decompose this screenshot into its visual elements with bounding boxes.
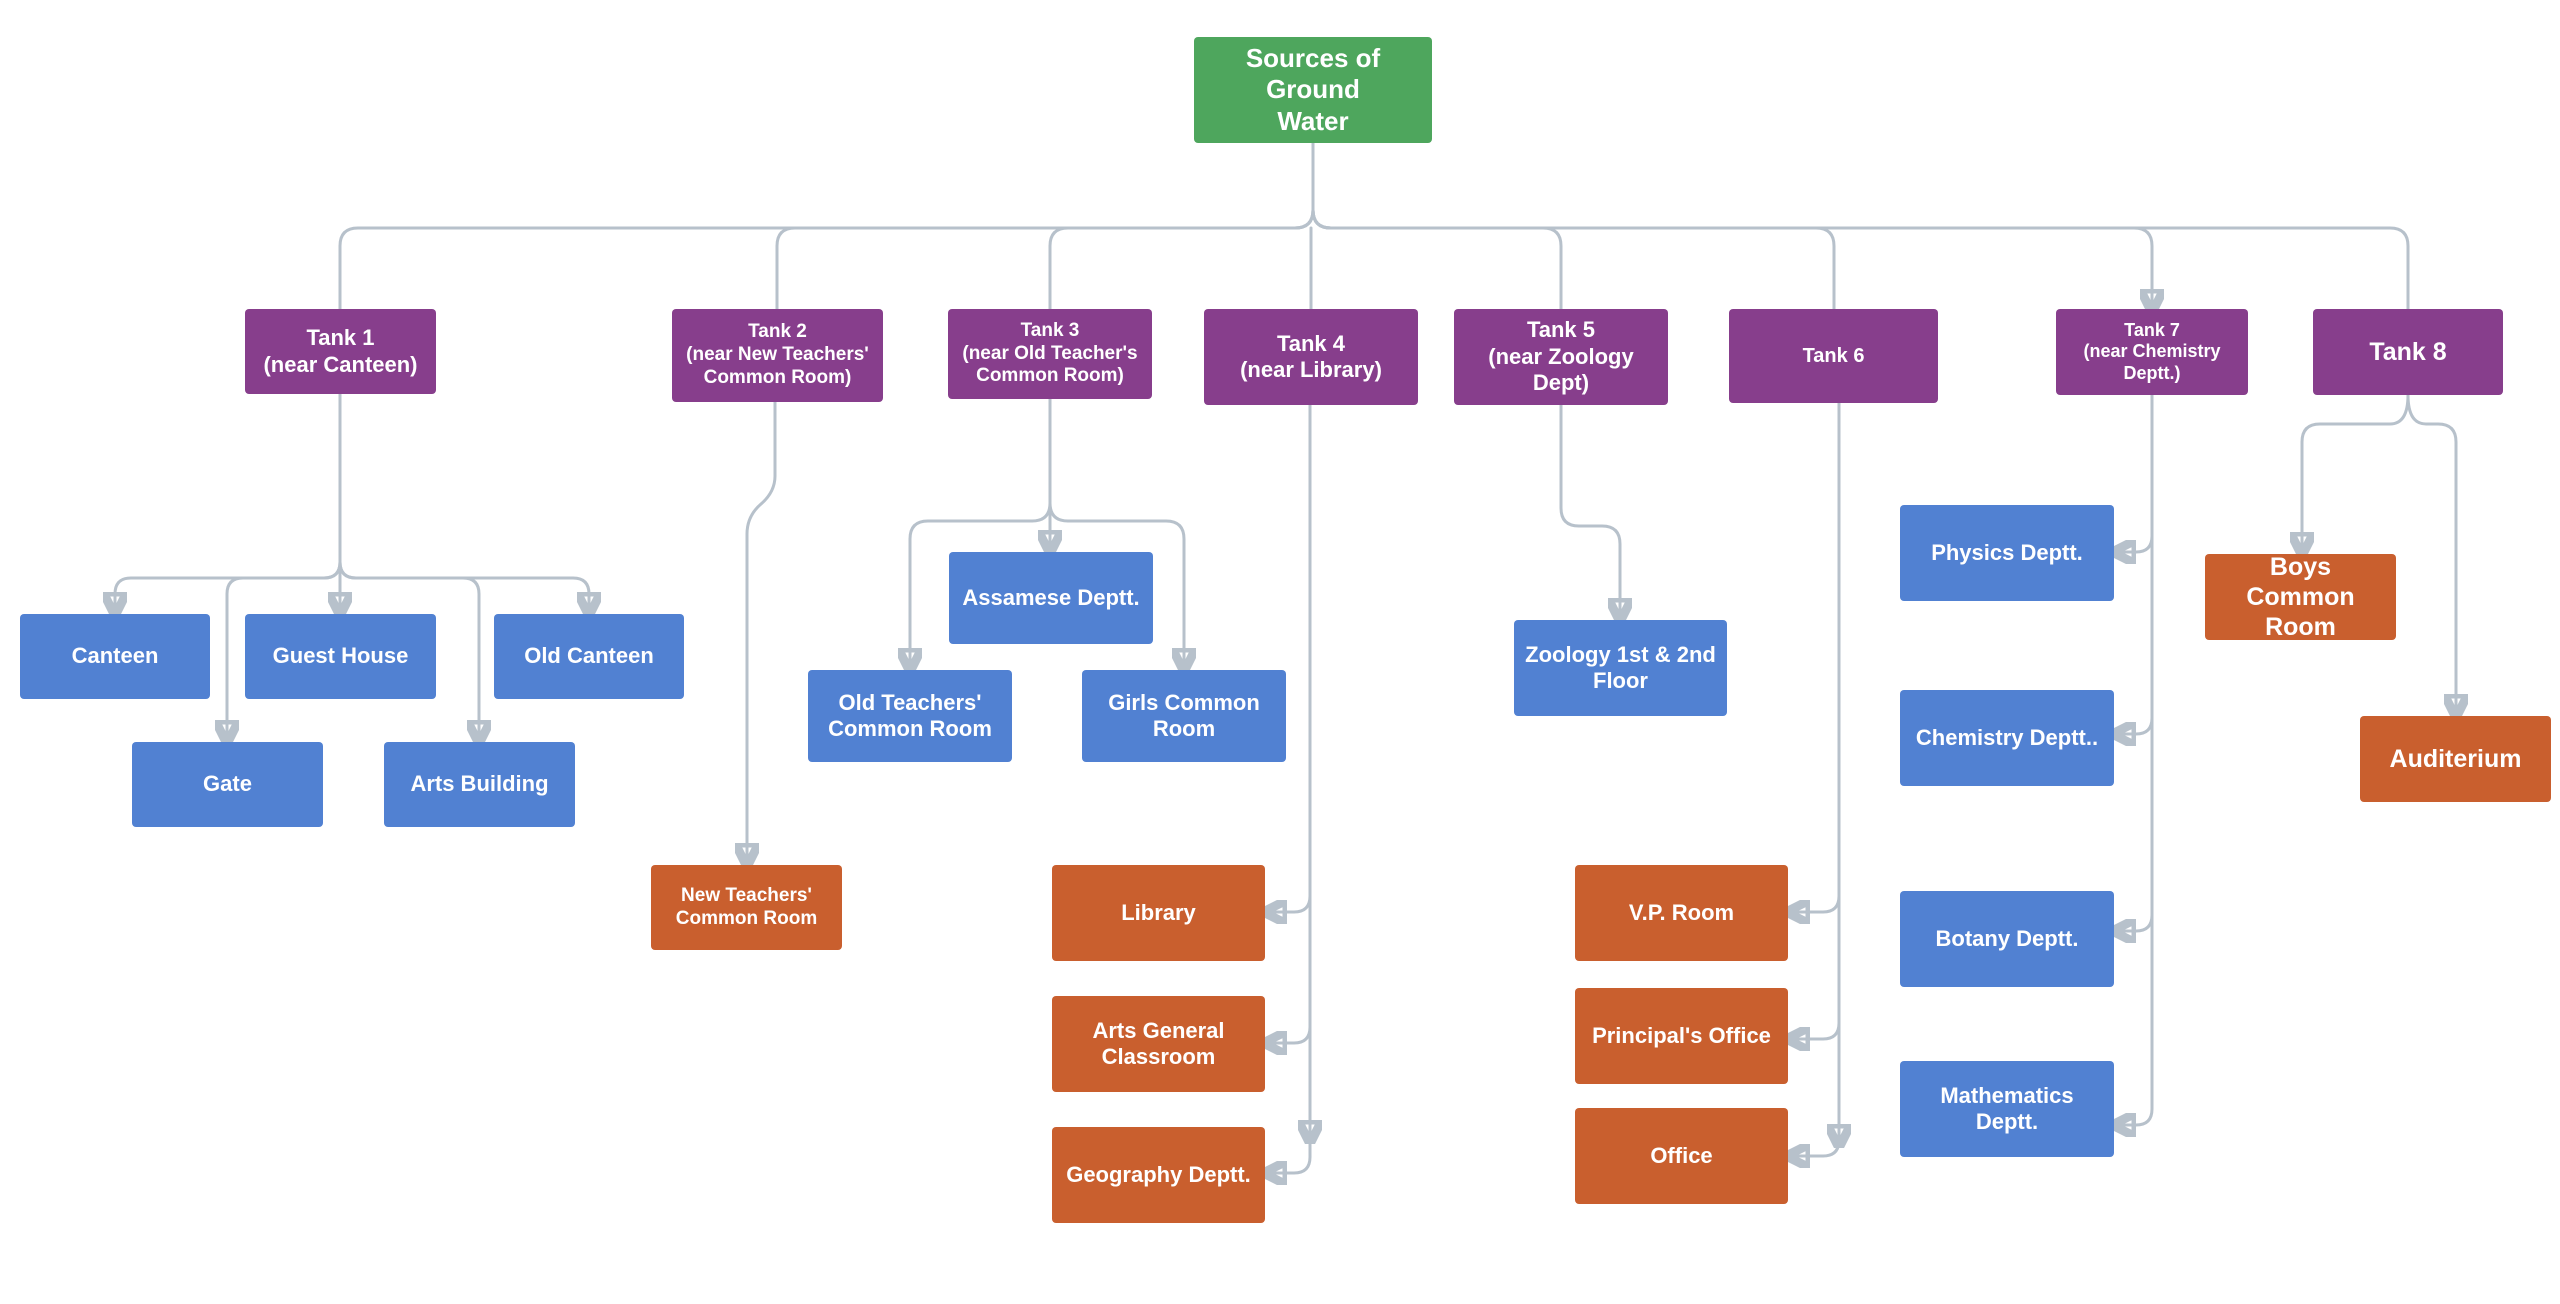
node-arts: Arts Building <box>384 742 575 827</box>
edge-t1-arts <box>338 560 479 738</box>
edge-t4-geo <box>1269 1025 1312 1173</box>
node-gate: Gate <box>132 742 323 827</box>
edge-t6-principal <box>1792 894 1841 1039</box>
node-principal: Principal's Office <box>1575 988 1788 1084</box>
edge-root-t5 <box>1311 208 1563 311</box>
edge-t1-gate <box>227 560 342 738</box>
edge-root-t6 <box>1311 208 1836 311</box>
node-t2: Tank 2 (near New Teachers' Common Room) <box>672 309 883 402</box>
edge-t7-maths <box>2118 913 2154 1125</box>
node-t8: Tank 8 <box>2313 309 2503 395</box>
edge-t3-girls <box>1048 501 1184 666</box>
edge-root-t8 <box>1311 208 2410 311</box>
node-assamese: Assamese Deptt. <box>949 552 1153 644</box>
node-t1: Tank 1 (near Canteen) <box>245 309 436 394</box>
node-physics: Physics Deptt. <box>1900 505 2114 601</box>
edge-t3-oldtcr <box>910 501 1052 666</box>
node-guesthouse: Guest House <box>245 614 436 699</box>
node-newtcr: New Teachers' Common Room <box>651 865 842 950</box>
node-auditerium: Auditerium <box>2360 716 2551 802</box>
edge-t1-oldcanteen <box>338 560 589 610</box>
edge-t8-boys <box>2302 393 2410 550</box>
node-zoology: Zoology 1st & 2nd Floor <box>1514 620 1727 716</box>
node-boys: Boys Common Room <box>2205 553 2396 641</box>
node-canteen: Canteen <box>20 614 210 699</box>
edge-t7-physics <box>2118 393 2154 552</box>
node-chemistry: Chemistry Deptt.. <box>1900 690 2114 786</box>
edge-root-t2 <box>775 208 1315 311</box>
node-library: Library <box>1052 865 1265 961</box>
node-root: Sources of Ground Water <box>1194 37 1432 143</box>
node-oldcanteen: Old Canteen <box>494 614 684 699</box>
node-vp: V.P. Room <box>1575 865 1788 961</box>
node-t3: Tank 3 (near Old Teacher's Common Room) <box>948 309 1152 399</box>
node-t7: Tank 7 (near Chemistry Deptt.) <box>2056 309 2248 395</box>
edge-t7-chemistry <box>2118 534 2154 734</box>
edge-t5-zoology <box>1559 403 1620 616</box>
node-t6: Tank 6 <box>1729 309 1938 403</box>
node-t4: Tank 4 (near Library) <box>1204 309 1418 405</box>
edge-t4-artsgen <box>1269 894 1312 1043</box>
node-maths: Mathematics Deptt. <box>1900 1061 2114 1157</box>
edge-t7-botany <box>2118 716 2154 931</box>
node-oldtcr: Old Teachers' Common Room <box>808 670 1012 762</box>
edge-t4-library <box>1269 403 1312 912</box>
node-artsgen: Arts General Classroom <box>1052 996 1265 1092</box>
edge-t2-newtcr <box>747 400 777 861</box>
edge-t6-office <box>1792 1021 1841 1156</box>
node-botany: Botany Deptt. <box>1900 891 2114 987</box>
node-t5: Tank 5 (near Zoology Dept) <box>1454 309 1668 405</box>
node-geo: Geography Deptt. <box>1052 1127 1265 1223</box>
edge-t6-vp <box>1792 401 1841 912</box>
edge-t8-auditerium <box>2406 393 2456 712</box>
node-office: Office <box>1575 1108 1788 1204</box>
node-girls: Girls Common Room <box>1082 670 1286 762</box>
edge-root-t3 <box>1048 208 1315 311</box>
edge-root-t7 <box>1311 208 2152 307</box>
edge-root-t1 <box>338 141 1315 311</box>
